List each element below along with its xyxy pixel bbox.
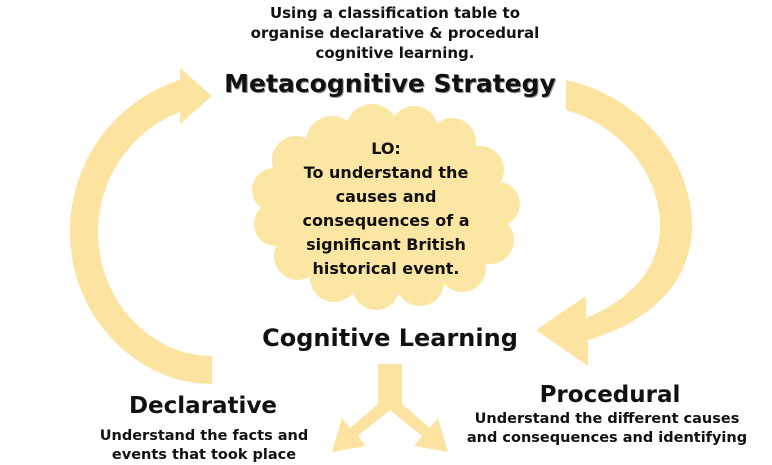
lo-cloud: [252, 104, 520, 310]
procedural-line: Understand the different causes: [474, 411, 740, 427]
procedural-line: and consequences and identifying: [466, 430, 748, 446]
strategy-title: Metacognitive Strategy: [224, 69, 556, 98]
lo-line: consequences of a: [302, 211, 470, 230]
lo-line: LO:: [371, 139, 401, 158]
subtitle: Using a classification table to organise…: [200, 3, 590, 63]
split-arrow: [332, 364, 448, 452]
diagram-shapes: [70, 68, 692, 452]
right-cycle-arrow: [536, 80, 692, 366]
cognitive-learning-title: Cognitive Learning: [262, 324, 518, 352]
left-cycle-arrow: [70, 68, 212, 384]
lo-line: To understand the: [303, 163, 469, 182]
subtitle-line: cognitive learning.: [315, 44, 475, 62]
lo-line: causes and: [335, 187, 437, 206]
procedural-description: Understand the different causes and cons…: [442, 410, 772, 448]
lo-line: historical event.: [312, 259, 460, 278]
lo-line: significant British: [306, 235, 466, 254]
declarative-title: Declarative: [128, 393, 278, 419]
subtitle-line: organise declarative & procedural: [250, 24, 540, 42]
subtitle-line: Using a classification table to: [269, 4, 521, 22]
declarative-line: events that took place: [111, 447, 297, 463]
declarative-description: Understand the facts and events that too…: [70, 427, 338, 465]
diagram: Using a classification table to organise…: [70, 3, 772, 463]
lo-text: LO: To understand the causes and consequ…: [270, 137, 502, 281]
declarative-line: Understand the facts and: [99, 428, 309, 444]
procedural-title: Procedural: [539, 382, 681, 408]
